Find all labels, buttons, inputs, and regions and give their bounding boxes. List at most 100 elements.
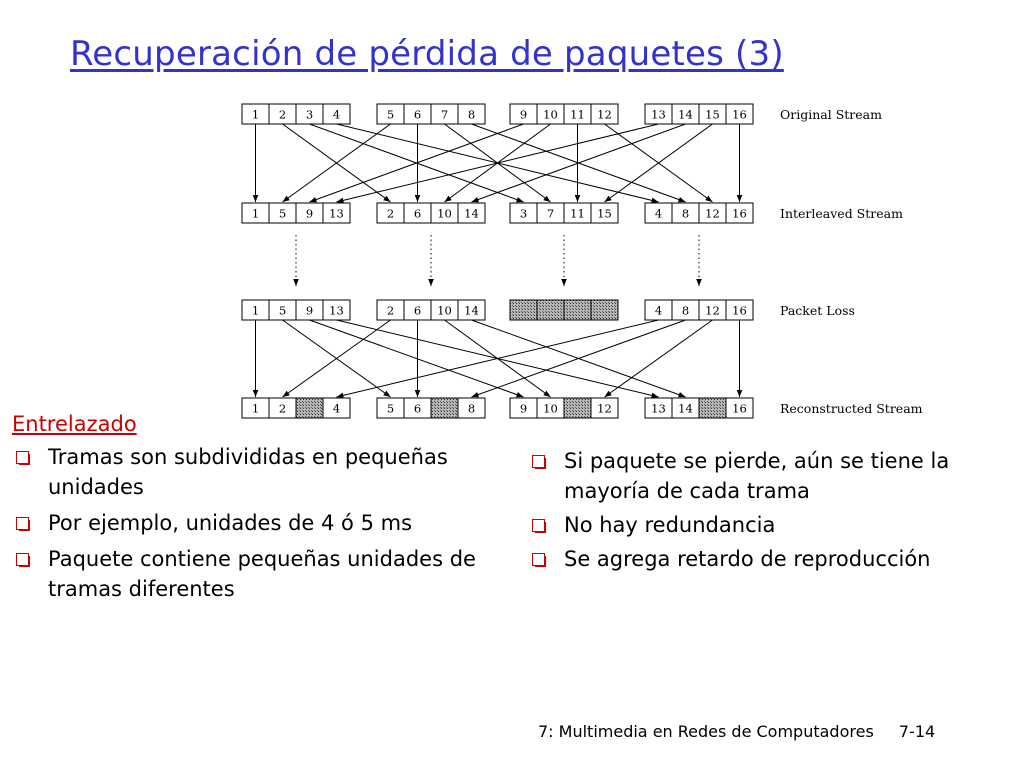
stream-cell (322, 103, 351, 125)
list-item: Paquete contiene pequeñas unidades de tr… (12, 544, 482, 604)
bullet-text: No hay redundancia (564, 513, 776, 537)
cell-number: 4 (655, 207, 662, 221)
lost-cell (536, 299, 565, 321)
mapping-arrow (309, 319, 524, 398)
cell-number: 6 (414, 108, 421, 122)
cell-number: 5 (387, 402, 394, 416)
cell-number: 12 (597, 402, 612, 416)
cell-number: 14 (464, 304, 479, 318)
cell-number: 12 (597, 108, 612, 122)
stream-cell (725, 299, 754, 321)
cell-number: 2 (279, 108, 286, 122)
cell-number: 13 (329, 304, 344, 318)
cell-number: 1 (252, 207, 259, 221)
lost-cell (698, 397, 727, 419)
heading-entrelazado: Entrelazado (12, 412, 137, 436)
cell-number: 16 (732, 402, 747, 416)
cell-number: 11 (570, 207, 585, 221)
mapping-arrow (471, 319, 686, 398)
cell-number: 12 (705, 207, 720, 221)
cell-number: 8 (468, 402, 475, 416)
cell-number: 16 (732, 207, 747, 221)
left-column: Entrelazado Tramas son subdivididas en p… (12, 412, 482, 610)
stream-cell (590, 202, 619, 224)
bullet-box-icon (16, 451, 30, 465)
left-bullet-list: Tramas son subdivididas en pequeñas unid… (12, 442, 482, 604)
mapping-arrow (282, 319, 391, 398)
stream-cell (725, 202, 754, 224)
cell-number: 7 (547, 207, 554, 221)
stream-cell (725, 103, 754, 125)
cell-number: 13 (329, 207, 344, 221)
cell-number: 10 (437, 304, 452, 318)
cell-number: 1 (252, 108, 259, 122)
cell-number: 8 (682, 304, 689, 318)
bullet-box-icon (16, 553, 30, 567)
cell-number: 4 (333, 108, 340, 122)
stream-cell (725, 397, 754, 419)
bullet-box-icon (532, 519, 546, 533)
mapping-arrow (604, 123, 713, 203)
mapping-arrow (336, 319, 659, 399)
cell-number: 6 (414, 207, 421, 221)
mapping-arrow (282, 123, 391, 203)
stream-cell (322, 299, 351, 321)
list-item: Si paquete se pierde, aún se tiene la ma… (528, 446, 1018, 506)
cell-number: 9 (520, 108, 527, 122)
stream-cell (322, 202, 351, 224)
cell-number: 5 (279, 304, 286, 318)
bullet-box-icon (532, 553, 546, 567)
cell-number: 4 (655, 304, 662, 318)
cell-number: 1 (252, 304, 259, 318)
cell-number: 11 (570, 108, 585, 122)
cell-number: 3 (306, 108, 313, 122)
footer-course: 7: Multimedia en Redes de Computadores (538, 722, 874, 741)
cell-number: 1 (252, 402, 259, 416)
stream-cell (457, 202, 486, 224)
cell-number: 7 (441, 108, 448, 122)
cell-number: 8 (468, 108, 475, 122)
cell-number: 13 (651, 108, 666, 122)
cell-number: 5 (279, 207, 286, 221)
list-item: Por ejemplo, unidades de 4 ó 5 ms (12, 508, 482, 538)
cell-number: 13 (651, 402, 666, 416)
bullet-text: Se agrega retardo de reproducción (564, 547, 931, 571)
cell-number: 14 (678, 402, 693, 416)
cell-number: 5 (387, 108, 394, 122)
cell-number: 16 (732, 108, 747, 122)
bullet-box-icon (532, 455, 546, 469)
cell-number: 12 (705, 304, 720, 318)
list-item: No hay redundancia (528, 510, 1018, 540)
page-number: 7-14 (898, 722, 936, 741)
row-label: Packet Loss (780, 303, 855, 318)
cell-number: 16 (732, 304, 747, 318)
cell-number: 10 (437, 207, 452, 221)
cell-number: 8 (682, 207, 689, 221)
stream-cell (590, 397, 619, 419)
stream-cell (457, 103, 486, 125)
row-label: Reconstructed Stream (780, 401, 923, 416)
right-column: Si paquete se pierde, aún se tiene la ma… (528, 446, 1018, 578)
slide-footer: 7: Multimedia en Redes de Computadores 7… (538, 722, 935, 741)
cell-number: 14 (678, 108, 693, 122)
slide-title: Recuperación de pérdida de paquetes (3) (70, 34, 784, 74)
cell-number: 10 (543, 402, 558, 416)
cell-number: 9 (306, 304, 313, 318)
mapping-arrow (604, 319, 713, 398)
row-label: Original Stream (780, 107, 882, 122)
mapping-arrow (309, 123, 524, 203)
bullet-text: Por ejemplo, unidades de 4 ó 5 ms (48, 511, 413, 535)
bullet-box-icon (16, 517, 30, 531)
cell-number: 2 (387, 304, 394, 318)
list-item: Se agrega retardo de reproducción (528, 544, 1018, 574)
stream-cell (590, 103, 619, 125)
cell-number: 10 (543, 108, 558, 122)
cell-number: 15 (705, 108, 720, 122)
cell-number: 2 (279, 402, 286, 416)
lost-cell (563, 397, 592, 419)
lost-cell (509, 299, 538, 321)
stream-cell (457, 397, 486, 419)
cell-number: 15 (597, 207, 612, 221)
cell-number: 4 (333, 402, 340, 416)
